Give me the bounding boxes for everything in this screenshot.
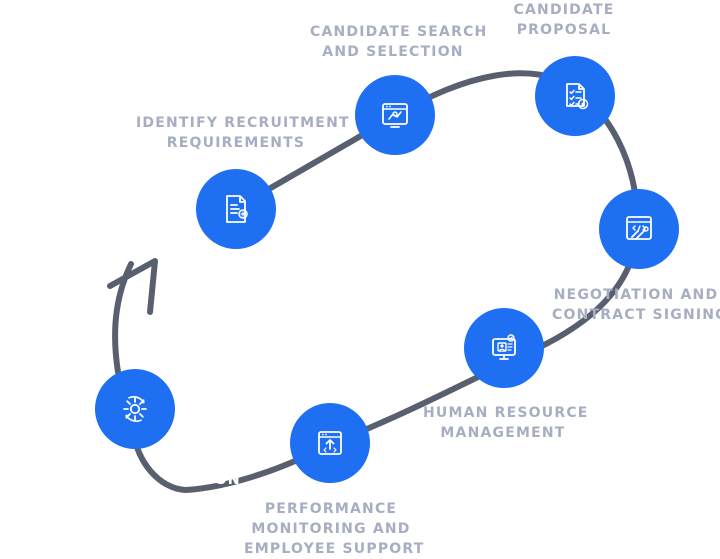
- stage-label-line: PERFORMANCE: [264, 501, 398, 517]
- stage-node-candidate-search-and-selection: [355, 75, 435, 155]
- tools-window-icon: [626, 216, 652, 240]
- stage-label-negotiation-and-contract-signing: NEGOTIATION AND CONTRACT SIGNING: [552, 285, 720, 325]
- stage-label-performance-monitoring-and-employee-support: PERFORMANCE MONITORING AND EMPLOYEE SUPP…: [244, 499, 425, 559]
- code-window-upload-icon: [318, 431, 342, 455]
- stage-label-line: CANDIDATE SEARCH: [310, 24, 488, 40]
- stage-label-line: EMPLOYEE SUPPORT: [244, 541, 425, 557]
- proposal-checklist-icon: [566, 83, 589, 110]
- clipped-stage-label: ET ON: [187, 472, 241, 488]
- stage-node-negotiation-and-contract-signing: [599, 189, 679, 269]
- stage-label-line: IDENTIFY RECRUITMENT: [136, 115, 350, 131]
- settings-gear-icon: [123, 396, 147, 422]
- stage-node-settings-gear: [95, 369, 175, 449]
- stage-label-identify-recruitment-requirements: IDENTIFY RECRUITMENT REQUIREMENTS: [136, 113, 350, 153]
- stage-label-line: CONTRACT SIGNING: [552, 307, 720, 323]
- stage-label-line: NEGOTIATION AND: [553, 287, 719, 303]
- stage-label-line: MONITORING AND: [251, 521, 411, 537]
- stage-label-human-resource-management: HUMAN RESOURCE MANAGEMENT: [423, 403, 589, 443]
- monitor-profile-icon: [492, 334, 516, 360]
- stage-node-identify-recruitment-requirements: [196, 169, 276, 249]
- stage-label-line: MANAGEMENT: [440, 425, 566, 441]
- stage-label-line: HUMAN RESOURCE: [423, 405, 589, 421]
- stage-label-candidate-search-and-selection: CANDIDATE SEARCH AND SELECTION: [310, 22, 488, 62]
- return-arrow-head: [107, 258, 158, 315]
- stage-node-performance-monitoring-and-employee-support: [290, 403, 370, 483]
- stage-label-line: AND SELECTION: [322, 44, 464, 60]
- stage-label-line: CANDIDATE: [513, 2, 615, 18]
- stage-label-line: PROPOSAL: [516, 22, 612, 38]
- stage-label-candidate-proposal: CANDIDATE PROPOSAL: [509, 0, 619, 40]
- candidate-browser-icon: [382, 103, 408, 128]
- requirements-document-icon: [226, 195, 248, 223]
- stage-node-candidate-proposal: [535, 56, 615, 136]
- stage-node-human-resource-management: [464, 308, 544, 388]
- stage-label-line: REQUIREMENTS: [166, 135, 306, 151]
